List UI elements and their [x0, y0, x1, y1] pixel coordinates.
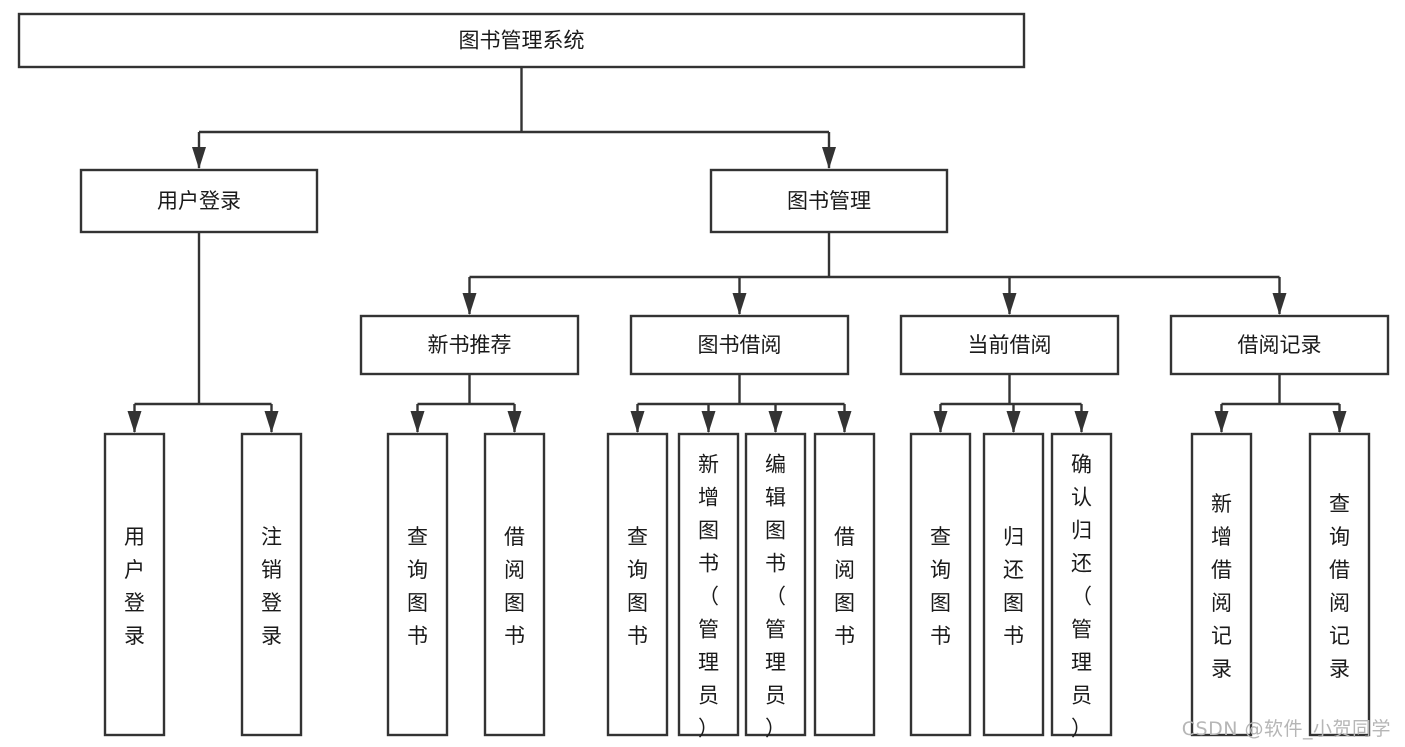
- arrow-head-icon: [1002, 293, 1017, 315]
- node-label-leaf-query-book-1: 查询图书: [407, 525, 428, 648]
- arrow-head-icon: [933, 411, 948, 433]
- node-box-leaf-add-record[interactable]: [1190, 432, 1253, 737]
- node-label-new-book-rec: 新书推荐: [428, 333, 512, 357]
- node-box-book-manage[interactable]: [709, 168, 949, 234]
- node-box-leaf-edit-book[interactable]: [744, 432, 807, 737]
- node-box-root[interactable]: [17, 12, 1026, 69]
- arrow-head-icon: [701, 411, 716, 433]
- node-box-leaf-query-book-1[interactable]: [386, 432, 449, 737]
- node-label-leaf-query-book-3: 查询图书: [930, 525, 951, 648]
- node-box-new-book-rec[interactable]: [359, 314, 580, 376]
- node-label-leaf-query-book-2: 查询图书: [627, 525, 648, 648]
- arrow-head-icon: [507, 411, 522, 433]
- node-label-borrow-record: 借阅记录: [1238, 333, 1322, 357]
- node-label-leaf-add-record: 新增借阅记录: [1211, 492, 1232, 681]
- node-label-leaf-query-record: 查询借阅记录: [1329, 492, 1350, 681]
- node-label-user-login: 用户登录: [157, 189, 241, 213]
- node-box-leaf-query-record[interactable]: [1308, 432, 1371, 737]
- node-box-leaf-borrow-book-1[interactable]: [483, 432, 546, 737]
- watermark-text: CSDN @软件_小贺同学: [1181, 718, 1391, 740]
- node-label-leaf-add-book: 新增图书（管理员）: [698, 453, 719, 741]
- node-label-book-manage: 图书管理: [787, 189, 871, 213]
- node-box-leaf-logout-login[interactable]: [240, 432, 303, 737]
- node-label-book-borrow: 图书借阅: [698, 333, 782, 357]
- arrow-head-icon: [630, 411, 645, 433]
- node-box-leaf-query-book-3[interactable]: [909, 432, 972, 737]
- arrow-head-icon: [1332, 411, 1347, 433]
- arrow-head-icon: [264, 411, 279, 433]
- arrow-head-icon: [1272, 293, 1287, 315]
- arrow-head-icon: [462, 293, 477, 315]
- arrow-head-icon: [192, 147, 206, 169]
- node-box-current-borrow[interactable]: [899, 314, 1120, 376]
- node-box-borrow-record[interactable]: [1169, 314, 1390, 376]
- arrow-head-icon: [1214, 411, 1229, 433]
- arrow-head-icon: [410, 411, 425, 433]
- node-box-leaf-query-book-2[interactable]: [606, 432, 669, 737]
- node-label-leaf-borrow-book-2: 借阅图书: [834, 525, 855, 648]
- arrow-head-icon: [768, 411, 783, 433]
- node-box-leaf-add-book[interactable]: [677, 432, 740, 737]
- node-label-leaf-return-book: 归还图书: [1003, 525, 1024, 648]
- arrow-head-icon: [1074, 411, 1089, 433]
- node-label-leaf-user-login: 用户登录: [124, 525, 145, 648]
- arrow-head-icon: [127, 411, 142, 433]
- node-box-leaf-return-book[interactable]: [982, 432, 1045, 737]
- node-box-leaf-user-login[interactable]: [103, 432, 166, 737]
- arrow-head-icon: [1006, 411, 1021, 433]
- arrow-head-icon: [822, 147, 836, 169]
- node-label-leaf-borrow-book-1: 借阅图书: [504, 525, 525, 648]
- node-label-current-borrow: 当前借阅: [968, 333, 1052, 357]
- node-label-leaf-confirm-return: 确认归还（管理员）: [1071, 453, 1092, 741]
- node-label-leaf-edit-book: 编辑图书（管理员）: [765, 453, 786, 741]
- arrow-head-icon: [837, 411, 852, 433]
- node-box-book-borrow[interactable]: [629, 314, 850, 376]
- node-label-leaf-logout-login: 注销登录: [261, 525, 282, 648]
- node-box-leaf-confirm-return[interactable]: [1050, 432, 1113, 737]
- arrow-head-icon: [732, 293, 747, 315]
- node-box-leaf-borrow-book-2[interactable]: [813, 432, 876, 737]
- node-label-root: 图书管理系统: [459, 29, 585, 53]
